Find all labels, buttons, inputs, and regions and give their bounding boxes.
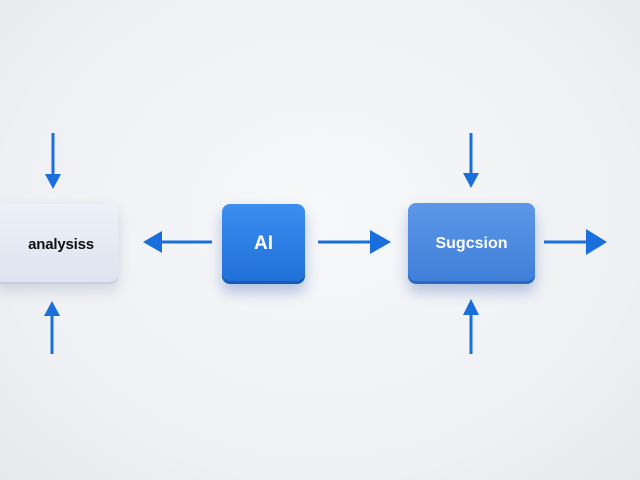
analysis-node-label: analysiss: [28, 235, 94, 253]
arrow-right-out-of-suggestion: [544, 229, 607, 255]
ai-node: AI: [222, 204, 305, 284]
analysis-node: analysiss: [0, 204, 118, 284]
arrow-left-ai-to-analysis: [143, 231, 212, 253]
arrow-up-into-analysis: [44, 301, 60, 354]
arrow-up-into-suggestion: [463, 299, 479, 354]
arrow-right-ai-to-suggestion: [318, 230, 391, 254]
ai-node-label: AI: [254, 233, 273, 254]
suggestion-node: Sugcsion: [408, 203, 535, 284]
arrow-down-into-suggestion: [463, 133, 479, 188]
arrow-down-into-analysis: [45, 133, 61, 189]
suggestion-node-label: Sugcsion: [435, 234, 508, 252]
